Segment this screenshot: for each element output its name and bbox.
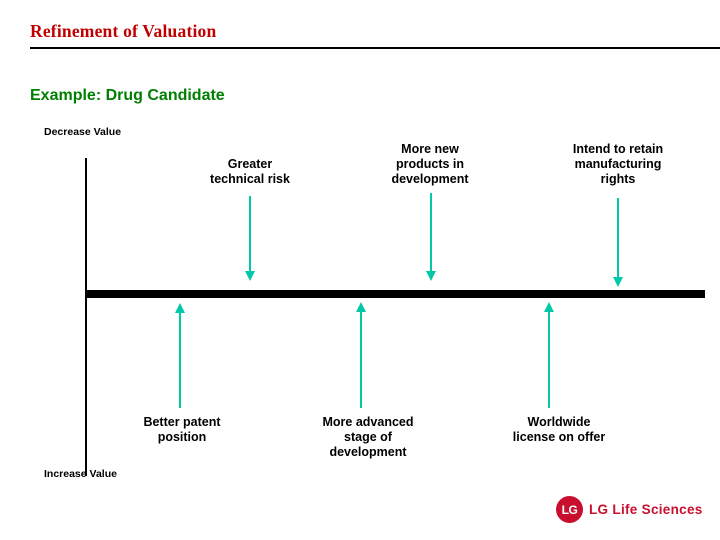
slide-subtitle: Example: Drug Candidate <box>30 87 225 104</box>
callout-technical-risk: Greater technical risk <box>210 157 290 186</box>
callout-retain-rights: Intend to retain manufacturing rights <box>572 142 664 186</box>
callout-worldwide-license: Worldwide license on offer <box>512 415 606 444</box>
arrowhead-up-icon <box>544 302 554 312</box>
arrowhead-down-icon <box>245 271 255 281</box>
page-title: Refinement of Valuation <box>30 21 217 41</box>
arrowhead-down-icon <box>613 277 623 287</box>
brand-name: LG Life Sciences <box>589 502 703 517</box>
brand-logo: LG LG Life Sciences <box>556 496 703 523</box>
arrow-down-technical-risk <box>245 196 255 281</box>
arrow-up-patent-position <box>175 303 185 408</box>
lg-logo-mark-text: LG <box>561 502 578 517</box>
callout-patent-position: Better patent position <box>143 415 221 444</box>
arrow-down-retain-rights <box>613 198 623 287</box>
arrowhead-down-icon <box>426 271 436 281</box>
value-axis-horizontal <box>85 290 705 298</box>
callout-more-new-products: More new products in development <box>391 142 469 186</box>
arrow-up-advanced-stage <box>356 302 366 408</box>
arrowhead-up-icon <box>175 303 185 313</box>
title-divider <box>30 47 720 49</box>
arrow-up-worldwide-license <box>544 302 554 408</box>
value-axis-vertical <box>85 158 87 476</box>
axis-label-increase: Increase Value <box>44 468 117 480</box>
lg-logo-icon: LG <box>556 496 583 523</box>
callout-advanced-stage: More advanced stage of development <box>322 415 414 459</box>
axis-label-decrease: Decrease Value <box>44 126 122 138</box>
arrow-down-more-new-products <box>426 193 436 281</box>
arrowhead-up-icon <box>356 302 366 312</box>
